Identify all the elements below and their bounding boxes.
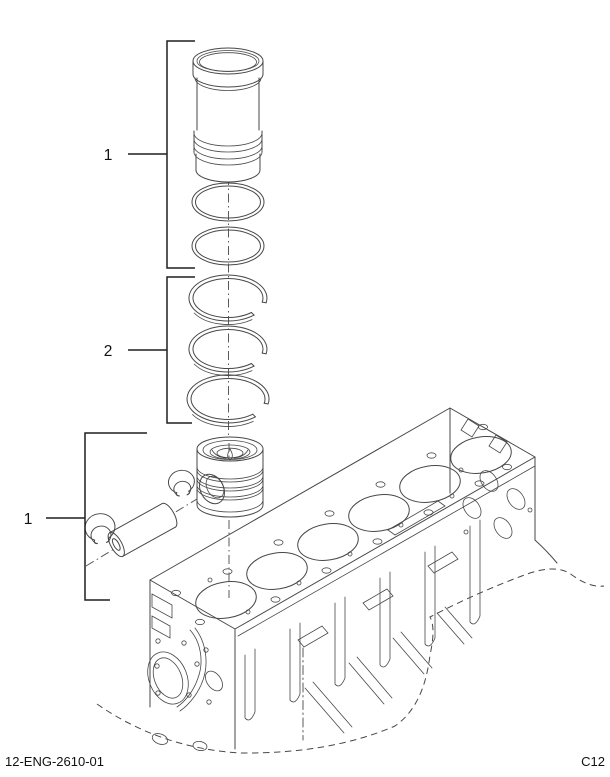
- pin-retaining-ring-outer: [168, 469, 195, 497]
- compression-ring-intermediate: [188, 325, 268, 376]
- sheet-code-label: C12: [581, 754, 605, 769]
- oil-control-ring: [186, 374, 270, 427]
- piston-pin: [107, 502, 178, 558]
- callout-bracket-1-bottom: [84, 432, 147, 601]
- callout-label-1-bottom: 1: [24, 511, 33, 528]
- callout-piston-kit: 1: [24, 432, 147, 601]
- head-bolt-holes: [171, 423, 512, 626]
- compression-ring-top: [188, 274, 268, 325]
- callout-liner-kit: 1: [104, 40, 195, 269]
- block-side-face: [237, 465, 536, 741]
- liner-o-ring-upper: [191, 182, 265, 222]
- callout-bracket-1-top: [166, 40, 195, 269]
- drawing-number-label: 12-ENG-2610-01: [5, 754, 104, 769]
- cylinder-liner: [192, 47, 264, 183]
- callout-label-2: 2: [104, 343, 113, 360]
- crankcase-cylinder-block: [96, 407, 605, 754]
- block-front-face: [147, 593, 223, 751]
- callout-label-1-top: 1: [104, 147, 113, 164]
- liner-o-ring-lower: [191, 226, 265, 266]
- callout-ring-set: 2: [104, 276, 195, 424]
- block-rear-face: [458, 418, 533, 539]
- pin-retaining-ring-inner: [84, 513, 116, 545]
- piston: [196, 436, 264, 518]
